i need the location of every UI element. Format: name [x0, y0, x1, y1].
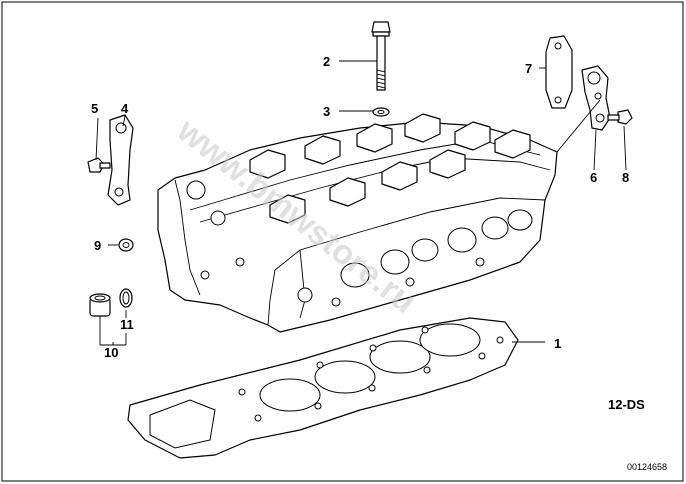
cylinder-head: [157, 113, 558, 333]
callout-3: 3: [323, 104, 330, 119]
callout-6: 6: [590, 170, 597, 185]
callout-labels: 1 2 3 4 5 6 7 8 9 10 11: [91, 54, 629, 360]
lifting-bracket-front: [107, 114, 134, 206]
washer: [372, 107, 390, 117]
bracket-bolt-front: [87, 157, 111, 173]
lifting-bracket-rear: [581, 65, 611, 131]
retaining-ring: [119, 288, 133, 308]
callout-1: 1: [554, 336, 561, 351]
shaft-seal: [89, 293, 111, 317]
head-bolt: [371, 21, 391, 91]
callout-5: 5: [91, 101, 98, 116]
callout-2: 2: [323, 54, 330, 69]
reference-number: 00124658: [627, 462, 667, 472]
cover-plate: [545, 35, 573, 109]
diagram-code: 12-DS: [608, 397, 645, 412]
port-openings: [340, 209, 533, 288]
callout-10: 10: [104, 345, 118, 360]
leader-lines: [95, 60, 627, 346]
callout-9: 9: [94, 238, 101, 253]
callout-11: 11: [120, 317, 134, 332]
callout-7: 7: [525, 61, 532, 76]
sealing-plug: [118, 238, 134, 252]
camshaft-caps-rear: [249, 113, 531, 179]
callout-4: 4: [121, 101, 129, 116]
bracket-bolt-rear: [607, 109, 633, 125]
head-gasket: [127, 317, 519, 459]
camshaft-caps-front: [269, 149, 466, 224]
callout-8: 8: [622, 170, 629, 185]
